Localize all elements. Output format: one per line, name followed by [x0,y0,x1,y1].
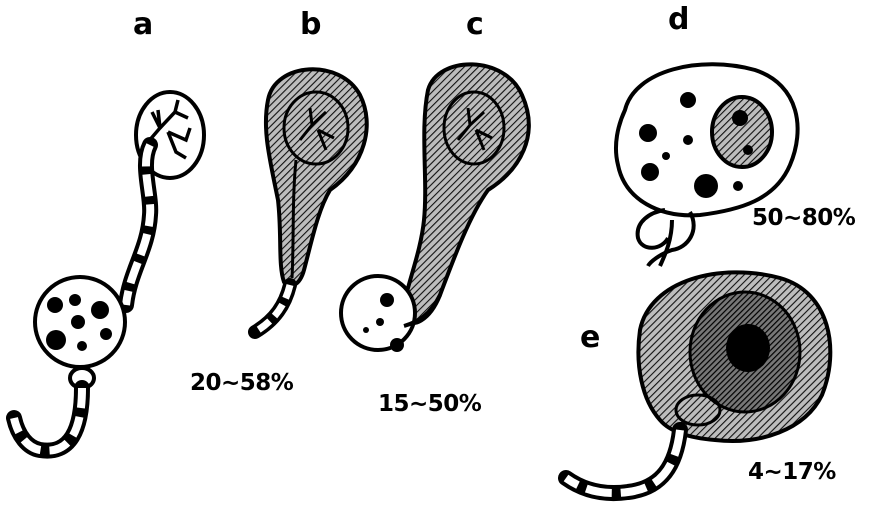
panel-b-hatched-body [266,69,367,286]
panel-c-sac [341,276,415,350]
panel-e-letter: e [580,323,600,353]
panel-c-illustration [341,64,529,352]
panel-c-percentage: 15~50% [378,393,481,416]
panel-a-letter: a [133,10,153,40]
panel-b-letter: b [300,10,321,40]
panel-e-dark-core [726,324,770,372]
panel-d-illustration [616,64,798,266]
panel-c-hatched-body [403,64,528,323]
panel-d-hatched-oval [712,97,772,167]
panel-d-percentage: 50~80% [752,207,855,230]
panel-b-percentage: 20~58% [190,372,293,395]
panel-d-letter: d [668,5,689,35]
panel-c-letter: c [466,10,484,40]
panel-e-tail [566,430,680,493]
panel-e-percentage: 4~17% [748,461,836,484]
panel-a-illustration [14,92,204,451]
